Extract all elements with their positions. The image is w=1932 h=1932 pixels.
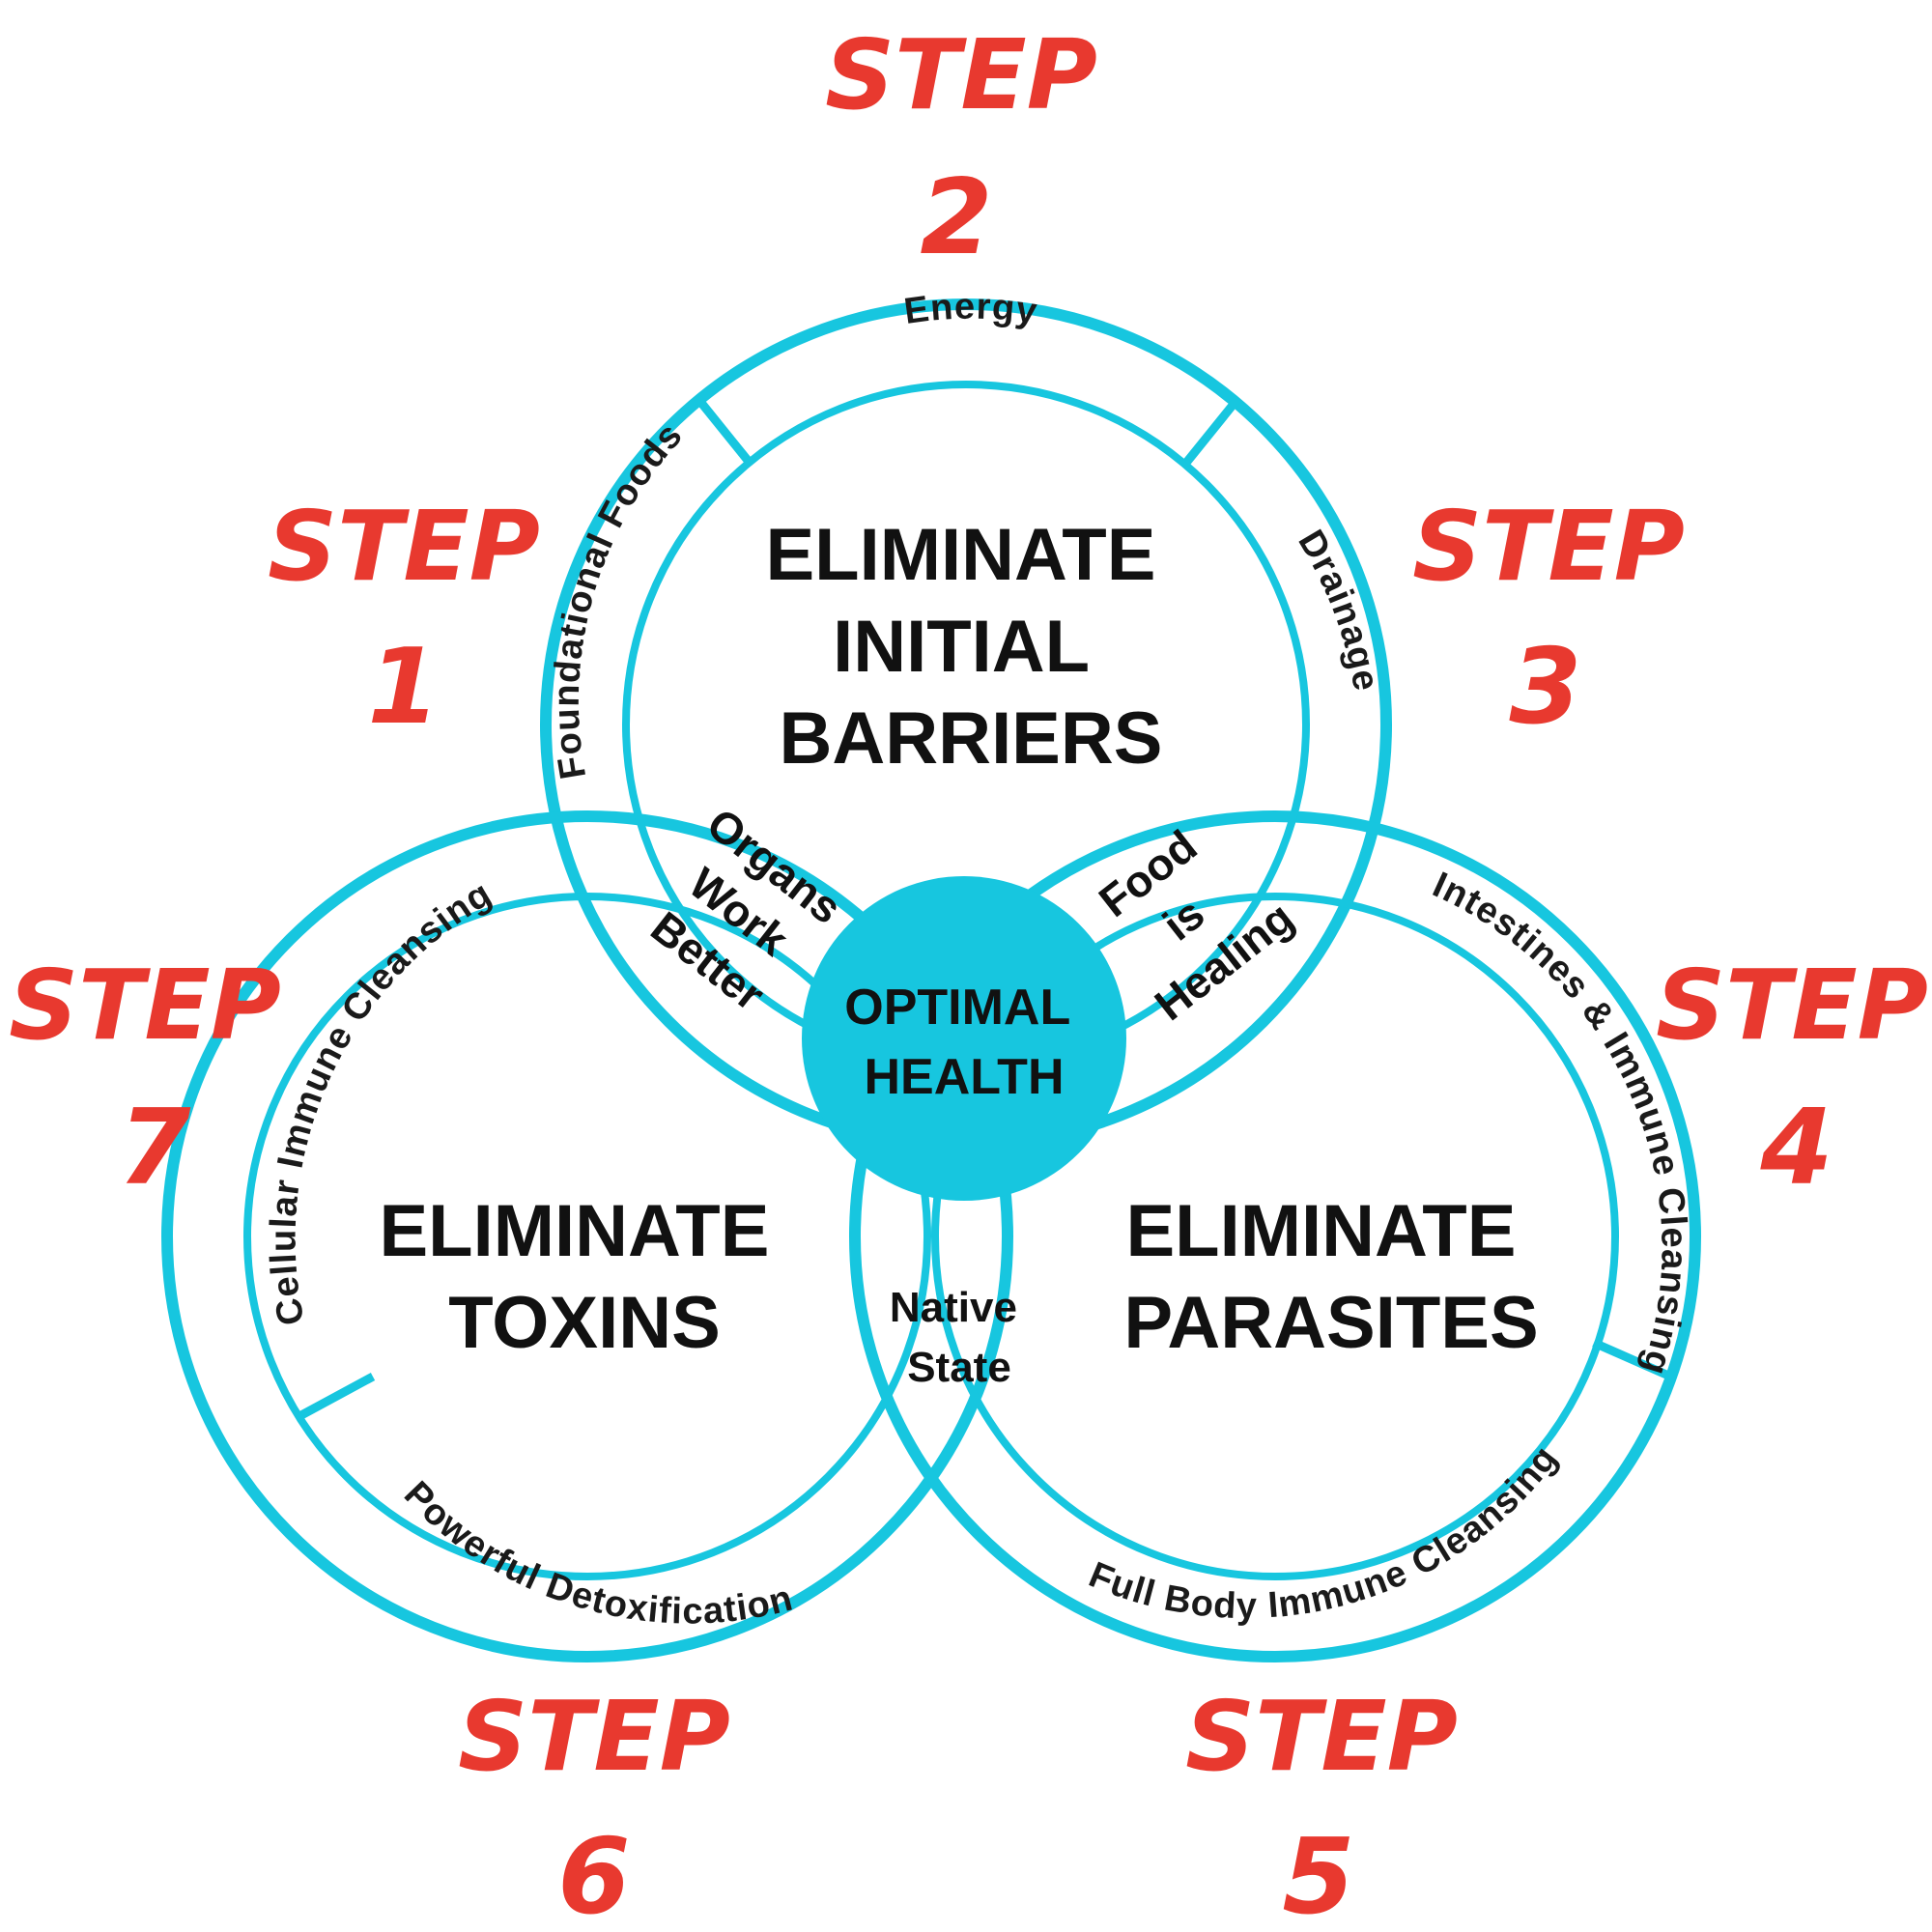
svg-text:STEP: STEP: [1412, 490, 1685, 603]
svg-text:OPTIMAL HEALTH: OPTIMAL HEALTH: [844, 980, 1084, 1105]
step-5-number: 5: [1282, 1817, 1354, 1932]
svg-text:STEP: STEP: [9, 949, 281, 1062]
step-4-word: STEP: [1656, 949, 1928, 1062]
step-7-number: 7: [118, 1088, 190, 1208]
svg-text:STEP: STEP: [1185, 1680, 1458, 1793]
ring-dividers: [298, 395, 1668, 1419]
svg-text:2: 2: [920, 157, 992, 278]
step-1-number: 1: [367, 627, 440, 748]
top-circle-title-line2: INITIAL: [833, 606, 1089, 688]
step-5-word: STEP: [1185, 1680, 1458, 1793]
svg-text:7: 7: [118, 1088, 190, 1208]
svg-text:Native State: Native State: [890, 1284, 1029, 1391]
right-circle-title-line1: ELIMINATE: [1125, 1190, 1516, 1272]
svg-text:ELIMINATE INITIAL BARR: ELIMINATE INITIAL BARRIERS: [765, 514, 1176, 780]
step-7-word: STEP: [9, 949, 281, 1062]
optimal-health-circle: [802, 876, 1126, 1201]
ring-label-energy: Energy: [901, 287, 1038, 333]
svg-text:4: 4: [1759, 1088, 1833, 1208]
step-6-word: STEP: [458, 1680, 730, 1793]
svg-text:STEP: STEP: [825, 18, 1097, 131]
left-circle-title-line2: TOXINS: [448, 1282, 721, 1364]
right-circle-outer: [849, 810, 1701, 1662]
step-3-number: 3: [1509, 627, 1581, 748]
step-6-number: 6: [557, 1817, 630, 1932]
right-circle-inner: [931, 893, 1619, 1580]
step-3-word: STEP: [1412, 490, 1685, 603]
step-4-number: 4: [1759, 1088, 1833, 1208]
native-state-line2: State: [907, 1344, 1011, 1391]
left-circle-outer: [161, 810, 1013, 1662]
svg-text:6: 6: [557, 1817, 630, 1932]
step-2-word: STEP: [825, 18, 1097, 131]
svg-text:5: 5: [1282, 1817, 1354, 1932]
step-2-number: 2: [920, 157, 992, 278]
svg-text:3: 3: [1509, 627, 1581, 748]
svg-text:STEP: STEP: [458, 1680, 730, 1793]
svg-text:STEP: STEP: [268, 490, 540, 603]
step-1-word: STEP: [268, 490, 540, 603]
center-line2: HEALTH: [864, 1049, 1064, 1105]
svg-text:ELIMINATE TOXINS: ELIMINATE TOXINS: [379, 1190, 789, 1364]
svg-text:ELIMINATE PARASITES: ELIMINATE PARASITES: [1123, 1190, 1538, 1364]
native-state-line1: Native: [890, 1284, 1017, 1331]
right-circle-title-line2: PARASITES: [1123, 1282, 1538, 1364]
left-circle-inner: [243, 893, 931, 1580]
top-circle-title-line3: BARRIERS: [780, 697, 1163, 780]
svg-text:1: 1: [367, 627, 440, 748]
svg-text:Energy: Energy: [901, 287, 1039, 333]
left-circle-title-line1: ELIMINATE: [379, 1190, 769, 1272]
top-circle-title-line1: ELIMINATE: [765, 514, 1155, 596]
svg-text:STEP: STEP: [1656, 949, 1928, 1062]
center-line1: OPTIMAL: [844, 980, 1069, 1036]
